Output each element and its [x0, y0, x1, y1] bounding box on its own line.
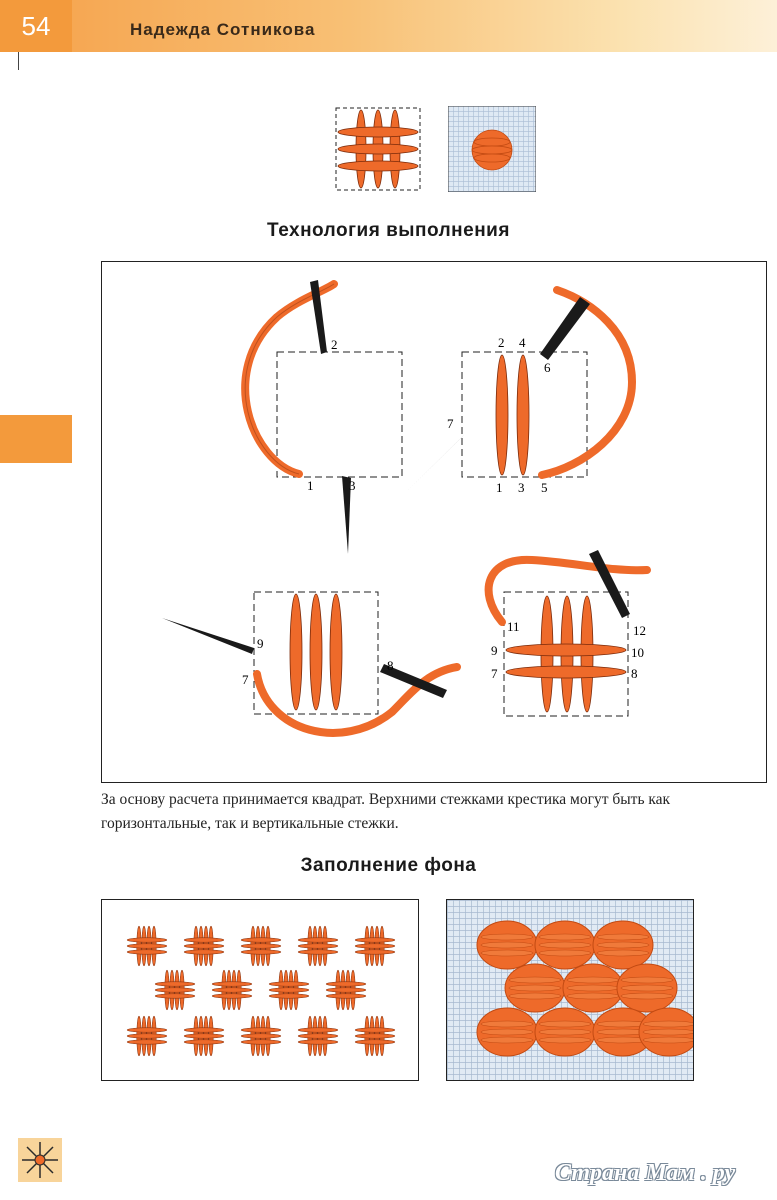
step3-label: 7 — [242, 672, 249, 687]
fill-sample-photo — [447, 900, 693, 1080]
stitch-blob — [504, 963, 566, 1013]
stitch-motif — [126, 925, 168, 967]
stitch-motif — [297, 925, 339, 967]
step1-label: 2 — [331, 337, 338, 352]
step3-label: 8 — [387, 658, 394, 673]
caption-text: За основу расчета принимается квадрат. В… — [101, 791, 671, 832]
stitch-motif — [211, 969, 253, 1011]
author-name: Надежда Сотникова — [130, 20, 316, 39]
stitch-blob — [562, 963, 624, 1013]
technique-diagram: 2 1 3 2 4 6 7 1 3 5 — [162, 280, 651, 737]
stitch-blob — [476, 920, 538, 970]
stitch-motif — [240, 1015, 282, 1057]
stitch-motif — [126, 1015, 168, 1057]
stitch-motif — [354, 925, 396, 967]
step2-label: 3 — [518, 480, 525, 495]
step2-label: 5 — [541, 480, 548, 495]
fill-sample-photo-frame — [446, 899, 694, 1081]
step2-label: 6 — [544, 360, 551, 375]
step2-label: 4 — [519, 335, 526, 350]
step4-label: 8 — [631, 666, 638, 681]
step-2: 2 4 6 7 1 3 5 — [400, 286, 637, 498]
step-4: 11 12 9 10 7 8 — [484, 550, 651, 717]
step-3: 9 7 8 — [162, 591, 461, 737]
fill-pattern-diagram — [126, 925, 396, 1057]
page-number: 54 — [0, 0, 72, 52]
stitch-blob — [592, 920, 654, 970]
step-1: 2 1 3 — [241, 280, 403, 554]
stitch-blob — [534, 1007, 596, 1057]
side-tab — [0, 415, 72, 463]
stitch-blob — [616, 963, 678, 1013]
section-title-technique: Технология выполнения — [267, 220, 510, 241]
stitch-motif — [297, 1015, 339, 1057]
stitch-blob — [638, 1007, 693, 1057]
margin-rule — [18, 52, 19, 70]
step4-label: 12 — [633, 623, 646, 638]
step2-label: 7 — [447, 416, 454, 431]
step4-label: 7 — [491, 666, 498, 681]
stitch-motif — [183, 925, 225, 967]
step1-label: 1 — [307, 478, 314, 493]
star-ornament-icon — [18, 1138, 62, 1182]
technique-diagram-frame: 2 1 3 2 4 6 7 1 3 5 — [101, 261, 767, 783]
stitch-schematic-icon — [335, 107, 421, 191]
step4-label: 10 — [631, 645, 644, 660]
stitch-motif — [325, 969, 367, 1011]
section-title-background-fill: Заполнение фона — [300, 855, 477, 876]
fill-pattern-frame — [101, 899, 419, 1081]
step2-label: 2 — [498, 335, 505, 350]
stitch-motif — [183, 1015, 225, 1057]
stitch-motif — [354, 1015, 396, 1057]
header-bar — [0, 0, 777, 52]
step2-label: 1 — [496, 480, 503, 495]
step1-label: 3 — [349, 478, 356, 493]
step3-label: 9 — [257, 636, 264, 651]
stitch-blob — [476, 1007, 538, 1057]
step4-label: 11 — [507, 619, 520, 634]
stitch-motif — [154, 969, 196, 1011]
watermark: Страна Мам . ру — [555, 1160, 736, 1186]
step4-label: 9 — [491, 643, 498, 658]
stitch-motif — [240, 925, 282, 967]
stitch-blob — [534, 920, 596, 970]
stitch-sample-photo — [448, 106, 536, 192]
stitch-motif — [268, 969, 310, 1011]
